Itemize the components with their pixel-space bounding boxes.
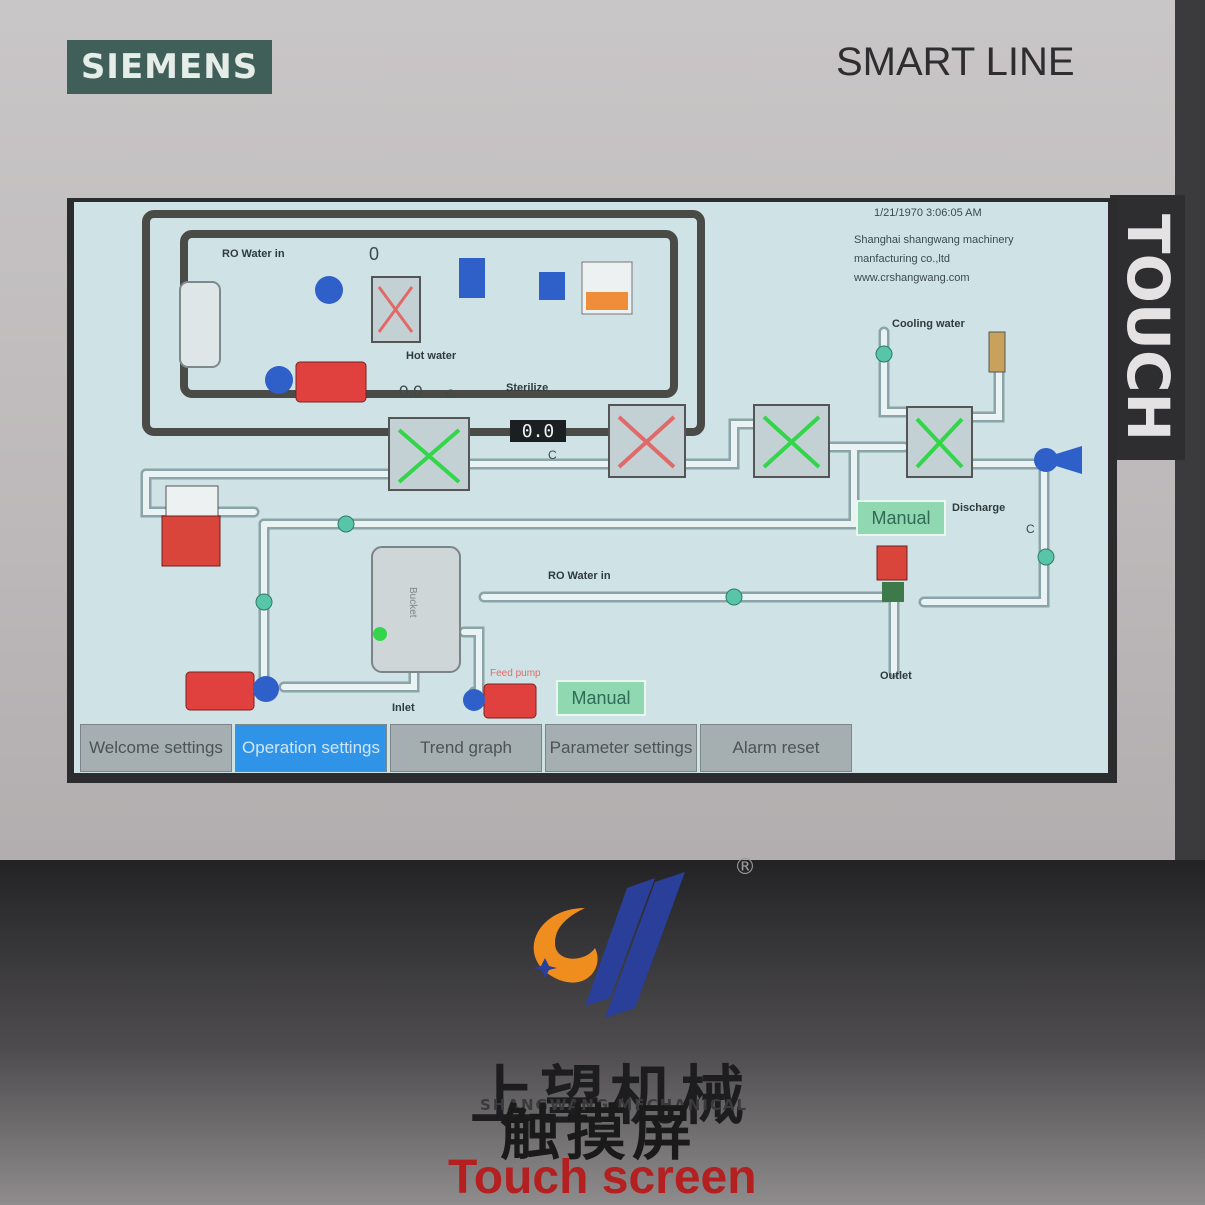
footer-area <box>0 860 1205 1205</box>
tab-parameter-settings[interactable]: Parameter settings <box>545 724 697 772</box>
heat-exchanger-3 <box>753 404 830 478</box>
hmi-tab-bar: Welcome settings Operation settings Tren… <box>80 724 1108 772</box>
heat-exchanger-1 <box>388 417 470 491</box>
homogenizer <box>161 485 221 567</box>
steam-valve-1 <box>459 258 485 298</box>
manual-button-diversion[interactable]: Manual <box>856 500 946 536</box>
touch-strip <box>1110 195 1185 460</box>
manual-button-feed[interactable]: Manual <box>556 680 646 716</box>
sterilize-unit: C <box>548 448 557 462</box>
steam-heater <box>581 261 633 315</box>
inlet-label: Inlet <box>392 702 415 714</box>
cooling-water-label: Cooling water <box>892 318 965 330</box>
ro-filter-cylinder <box>179 281 221 368</box>
sterilize-label: Sterilize <box>506 382 549 394</box>
hot-water-pump <box>265 361 367 403</box>
heat-exchanger-small <box>371 276 421 343</box>
tab-alarm-reset[interactable]: Alarm reset <box>700 724 852 772</box>
footer-chinese-product: 触摸屏 <box>500 1099 698 1169</box>
registered-mark: ® <box>734 855 756 880</box>
company-url: www.crshangwang.com <box>854 272 970 284</box>
footer-english-brand: SHANGWANG MECHANICAL <box>480 1096 749 1114</box>
flow-sensors <box>255 345 1055 611</box>
discharge-label: Discharge <box>952 502 1006 514</box>
shangwang-logo-icon <box>533 872 685 1018</box>
footer-english-product: Touch screen <box>448 1151 757 1204</box>
company-name-line2: manfacturing co.,ltd <box>854 253 950 265</box>
touch-label: TOUCH <box>1114 213 1182 442</box>
footer-chinese-brand: 上望机械 <box>470 1060 750 1134</box>
feed-pump-label: Feed pump <box>490 668 541 679</box>
steam-valve-2 <box>539 272 565 300</box>
datetime: 1/21/1970 3:06:05 AM <box>874 207 982 219</box>
sterilize-readout: 0.0 <box>510 420 566 442</box>
tab-operation-settings[interactable]: Operation settings <box>235 724 387 772</box>
tab-trend-graph[interactable]: Trend graph <box>390 724 542 772</box>
dark-hot-loop <box>142 210 705 436</box>
outlet-label: Outlet <box>880 670 912 682</box>
heat-exchanger-2 <box>608 404 686 478</box>
cooling-valve <box>988 331 1006 373</box>
hot-water-unit: C <box>446 387 455 401</box>
bucket-tank <box>371 546 461 673</box>
process-diagram <box>140 210 1082 719</box>
counter-top: 0 <box>369 244 380 264</box>
smart-line-label: SMART LINE <box>836 40 1075 84</box>
product-pump <box>185 671 279 711</box>
company-name-line1: Shanghai shangwang machinery <box>854 234 1014 246</box>
hmi-screen: 1/21/1970 3:06:05 AM Shanghai shangwang … <box>74 202 1108 773</box>
ro-water-in-bottom-label: RO Water in <box>548 570 611 582</box>
discharge-valve <box>1034 446 1082 474</box>
hot-water-label: Hot water <box>406 350 457 362</box>
ro-water-in-top-label: RO Water in <box>222 248 285 260</box>
siemens-logo: SIEMENS <box>67 40 272 94</box>
diversion-valve <box>876 545 908 602</box>
tank-label: Bucket <box>407 587 418 618</box>
tab-welcome-settings[interactable]: Welcome settings <box>80 724 232 772</box>
hot-water-temp: 0.0 <box>399 382 423 401</box>
discharge-unit: C <box>1026 522 1035 536</box>
feed-pump <box>463 683 537 719</box>
heat-exchanger-4 <box>906 406 973 478</box>
blue-valve-ball <box>315 276 343 304</box>
